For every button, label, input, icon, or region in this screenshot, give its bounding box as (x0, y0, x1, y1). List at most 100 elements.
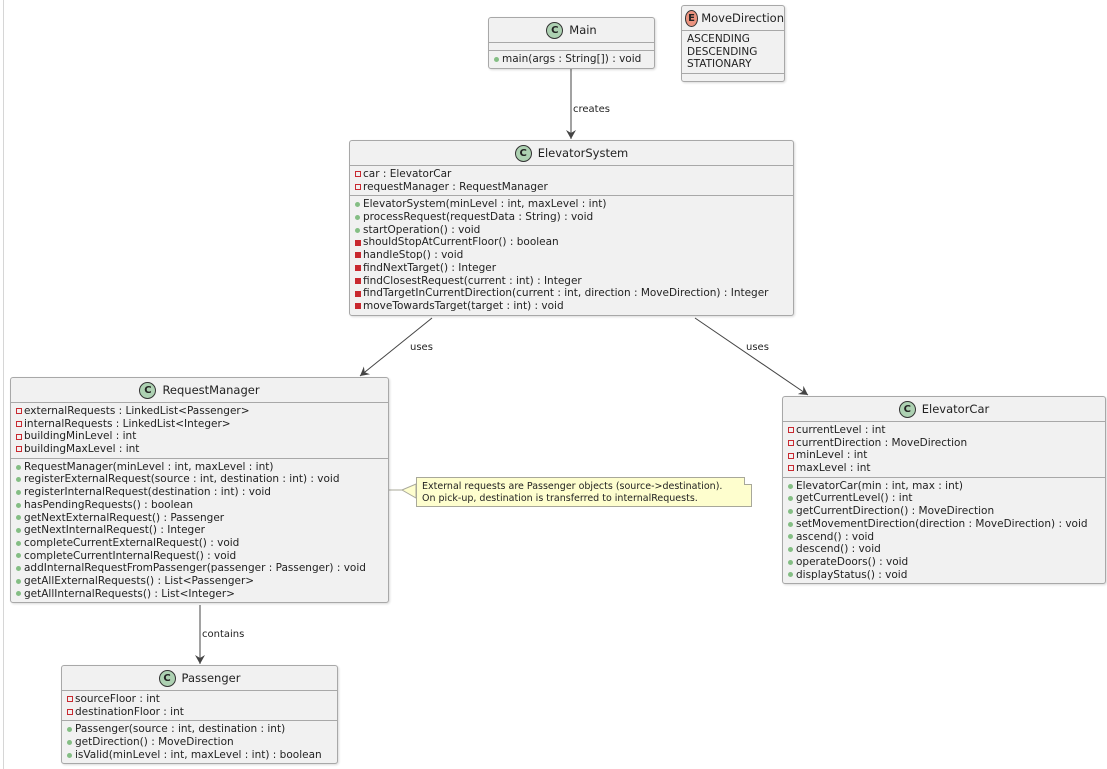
method-text: ElevatorCar(min : int, max : int) (796, 479, 963, 492)
private-field-icon (788, 427, 796, 433)
method: ElevatorCar(min : int, max : int) (788, 480, 1101, 493)
method-text: getAllInternalRequests() : List<Integer> (24, 587, 235, 600)
method: setMovementDirection(direction : MoveDir… (788, 518, 1101, 531)
method: completeCurrentInternalRequest() : void (16, 550, 384, 563)
attributes-section (489, 43, 654, 51)
attribute-text: buildingMinLevel : int (24, 430, 137, 443)
attribute: minLevel : int (788, 449, 1101, 462)
note-connector (389, 483, 417, 499)
method-text: main(args : String[]) : void (502, 53, 642, 65)
private-method-icon (355, 278, 363, 284)
public-method-icon (788, 560, 796, 565)
method-text: getNextExternalRequest() : Passenger (24, 511, 225, 524)
attribute-text: buildingMaxLevel : int (24, 443, 140, 456)
public-method-icon (355, 228, 363, 233)
public-method-icon (788, 572, 796, 577)
method: registerInternalRequest(destination : in… (16, 486, 384, 499)
public-method-icon (16, 515, 24, 520)
private-method-icon (355, 265, 363, 271)
method: findNextTarget() : Integer (355, 262, 789, 275)
page-edge (3, 0, 4, 769)
attribute: car : ElevatorCar (355, 168, 789, 181)
method-text: registerInternalRequest(destination : in… (24, 486, 271, 499)
public-method-icon (16, 579, 24, 584)
class-name: ElevatorCar (921, 402, 990, 416)
public-method-icon (67, 753, 75, 758)
method: findClosestRequest(current : int) : Inte… (355, 275, 789, 288)
attribute: buildingMaxLevel : int (16, 443, 384, 456)
method: processRequest(requestData : String) : v… (355, 211, 789, 224)
attribute: internalRequests : LinkedList<Integer> (16, 418, 384, 431)
method: operateDoors() : void (788, 556, 1101, 569)
uses-label-elevator-car: uses (746, 342, 769, 353)
private-field-icon (355, 184, 363, 190)
public-method-icon (788, 496, 796, 501)
enum-move-direction[interactable]: E MoveDirection ASCENDING DESCENDING STA… (681, 5, 785, 83)
method: displayStatus() : void (788, 569, 1101, 582)
enum-stereotype-icon: E (685, 9, 699, 27)
method: findTargetInCurrentDirection(current : i… (355, 287, 789, 300)
public-method-icon (16, 528, 24, 533)
attribute-text: minLevel : int (796, 449, 868, 462)
attribute-text: currentDirection : MoveDirection (796, 436, 968, 449)
class-stereotype-icon: C (514, 144, 532, 162)
enum-value: ASCENDING (687, 33, 750, 45)
method: ascend() : void (788, 531, 1101, 544)
class-stereotype-icon: C (158, 669, 176, 687)
public-method-icon (494, 57, 502, 62)
attribute: buildingMinLevel : int (16, 430, 384, 443)
public-method-icon (16, 553, 24, 558)
method-text: RequestManager(minLevel : int, maxLevel … (24, 460, 274, 473)
private-field-icon (355, 171, 363, 177)
method: ElevatorSystem(minLevel : int, maxLevel … (355, 198, 789, 211)
method-text: registerExternalRequest(source : int, de… (24, 473, 340, 486)
enum-value: DESCENDING (687, 45, 758, 58)
method: getCurrentLevel() : int (788, 492, 1101, 505)
public-method-icon (788, 484, 796, 489)
enum-value: STATIONARY (687, 58, 752, 71)
attribute-text: car : ElevatorCar (363, 168, 452, 180)
method-text: handleStop() : void (363, 249, 464, 262)
method: RequestManager(minLevel : int, maxLevel … (16, 461, 384, 474)
public-method-icon (355, 202, 363, 207)
method-text: displayStatus() : void (796, 568, 908, 581)
private-method-icon (355, 303, 363, 309)
public-method-icon (16, 503, 24, 508)
note: External requests are Passenger objects … (416, 477, 752, 507)
method-text: completeCurrentExternalRequest() : void (24, 536, 240, 549)
methods-section: main(args : String[]) : void (489, 51, 654, 68)
attributes-section: externalRequests : LinkedList<Passenger>… (11, 403, 388, 459)
enum-header: E MoveDirection (682, 6, 784, 31)
uses-label-request-manager: uses (410, 342, 433, 353)
enum-name: MoveDirection (701, 11, 784, 25)
method: startOperation() : void (355, 224, 789, 237)
uses-elevator-car-arrow (694, 317, 809, 396)
method: Passenger(source : int, destination : in… (67, 723, 333, 736)
method-text: ascend() : void (796, 530, 875, 543)
methods-section: ElevatorSystem(minLevel : int, maxLevel … (350, 196, 793, 314)
public-method-icon (788, 534, 796, 539)
attribute: requestManager : RequestManager (355, 181, 789, 194)
method-text: getAllExternalRequests() : List<Passenge… (24, 574, 255, 587)
private-method-icon (355, 240, 363, 246)
method-text: processRequest(requestData : String) : v… (363, 211, 594, 224)
method-text: operateDoors() : void (796, 555, 909, 568)
public-method-icon (16, 591, 24, 596)
method: shouldStopAtCurrentFloor() : boolean (355, 236, 789, 249)
attribute: externalRequests : LinkedList<Passenger> (16, 405, 384, 418)
private-field-icon (67, 696, 75, 702)
method-text: addInternalRequestFromPassenger(passenge… (24, 562, 366, 575)
private-method-icon (355, 252, 363, 258)
